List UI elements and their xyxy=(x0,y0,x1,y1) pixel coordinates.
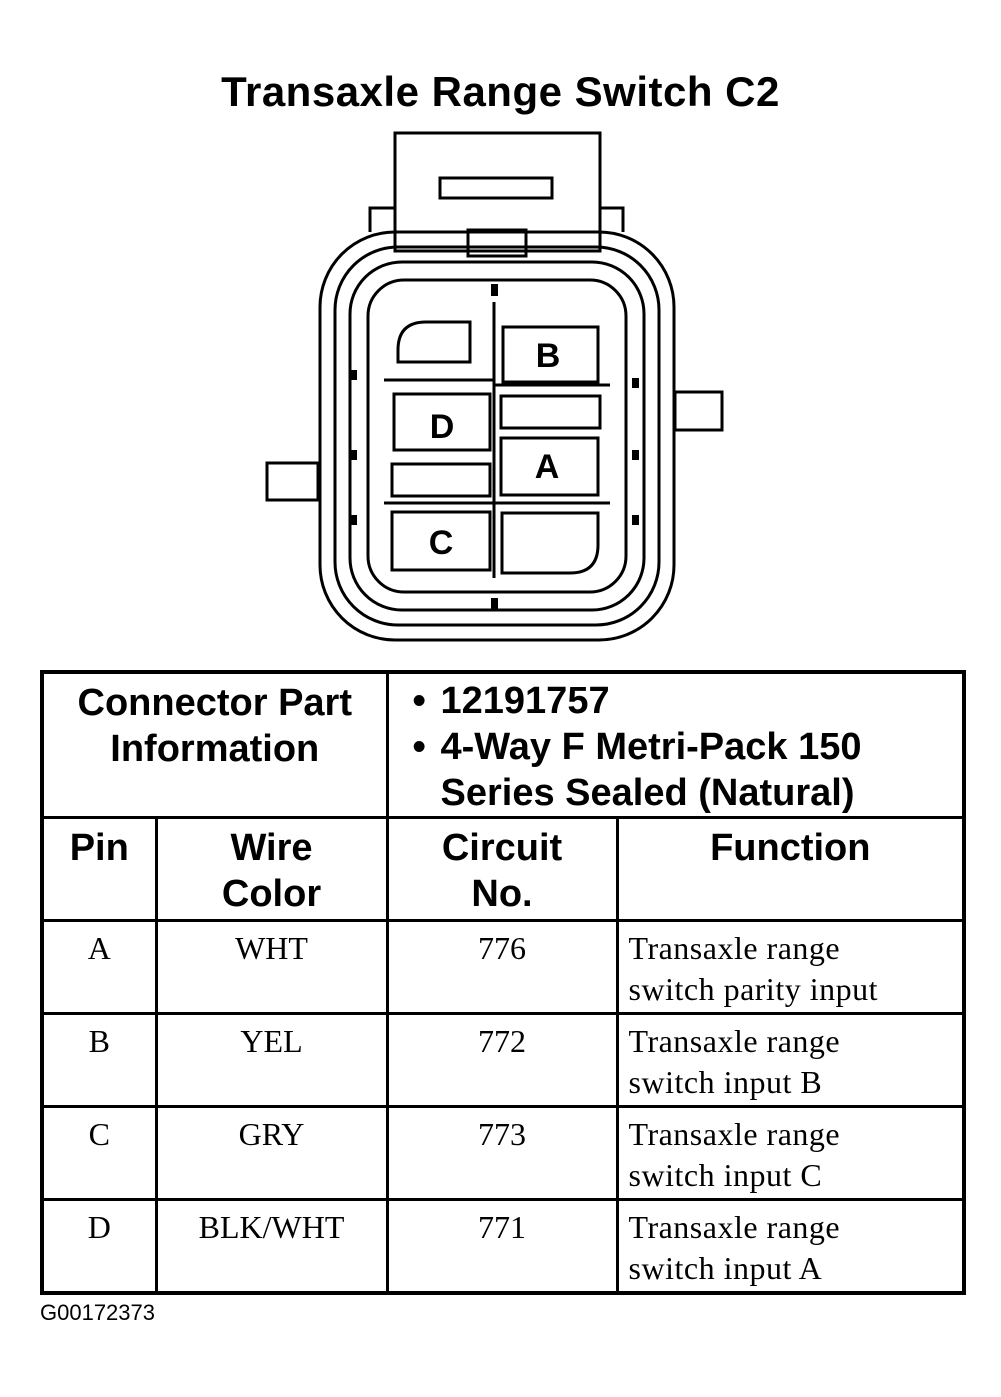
header-wire-color: Wire Color xyxy=(154,816,389,922)
header-circuit-line2: No. xyxy=(471,873,533,915)
cavity-a xyxy=(499,436,600,497)
function-line1: Transaxle range xyxy=(628,930,841,966)
pin-label-b: B xyxy=(536,337,561,375)
function-line2: switch input C xyxy=(628,1157,823,1193)
connector-housing-inner xyxy=(366,278,628,594)
cell-function: Transaxle range switch input C xyxy=(615,1105,966,1201)
cell-wire-color: BLK/WHT xyxy=(154,1198,389,1294)
cavity-plug-left xyxy=(390,462,492,498)
header-wire-line1: Wire xyxy=(230,827,313,869)
connector-diagram: B D A C xyxy=(265,131,724,642)
cell-function: Transaxle range switch input B xyxy=(615,1012,966,1108)
cell-wire-color: YEL xyxy=(154,1012,389,1108)
connector-housing-seal xyxy=(333,245,661,627)
table-row: B YEL 772 Transaxle range switch input B xyxy=(40,1012,966,1108)
part-info-label: Connector Part Information xyxy=(40,670,389,819)
function-line1: Transaxle range xyxy=(628,1209,841,1245)
cell-wire-color: WHT xyxy=(154,919,389,1015)
cavity-c xyxy=(390,510,492,572)
cell-function: Transaxle range switch parity input xyxy=(615,919,966,1015)
header-circuit-line1: Circuit xyxy=(441,827,563,869)
cell-circuit: 776 xyxy=(385,919,619,1015)
side-tab-left xyxy=(265,461,320,502)
latch-shoulders xyxy=(368,206,625,232)
part-description-line2: Series Sealed (Natural) xyxy=(440,772,855,814)
pin-label-d: D xyxy=(430,408,455,446)
latch-tab xyxy=(466,228,528,258)
cavity-empty-bottom-right xyxy=(500,511,600,575)
pin-label-a: A xyxy=(535,448,560,486)
cell-pin: A xyxy=(40,919,158,1015)
cavity-b xyxy=(501,325,600,384)
header-circuit-no: Circuit No. xyxy=(385,816,619,922)
table-header-row: Pin Wire Color Circuit No. Function xyxy=(40,816,966,922)
cavity-empty-top-left xyxy=(396,320,472,364)
cell-circuit: 772 xyxy=(385,1012,619,1108)
connector-latch xyxy=(393,131,602,253)
part-info-label-line2: Information xyxy=(110,728,320,770)
header-wire-line2: Color xyxy=(221,873,322,915)
side-tab-right xyxy=(673,390,724,432)
cell-wire-color: GRY xyxy=(154,1105,389,1201)
cell-pin: B xyxy=(40,1012,158,1108)
function-line1: Transaxle range xyxy=(628,1023,841,1059)
cell-circuit: 773 xyxy=(385,1105,619,1201)
connector-housing-outer xyxy=(318,230,676,642)
figure-id: G00172373 xyxy=(40,1300,155,1325)
table-row: D BLK/WHT 771 Transaxle range switch inp… xyxy=(40,1198,966,1294)
function-line2: switch input A xyxy=(628,1250,823,1286)
cavity-plug-right xyxy=(499,394,602,430)
cavity-d xyxy=(392,392,492,452)
cell-pin: D xyxy=(40,1198,158,1294)
cell-pin: C xyxy=(40,1105,158,1201)
latch-window xyxy=(438,176,554,200)
header-pin: Pin xyxy=(40,816,158,922)
function-line2: switch parity input xyxy=(628,971,878,1007)
part-info-label-line1: Connector Part xyxy=(77,682,352,724)
function-line1: Transaxle range xyxy=(628,1116,841,1152)
header-function: Function xyxy=(615,816,966,922)
table-row: C GRY 773 Transaxle range switch input C xyxy=(40,1105,966,1201)
part-info-value: 12191757 4-Way F Metri-Pack 150 Series S… xyxy=(385,670,966,819)
cell-circuit: 771 xyxy=(385,1198,619,1294)
part-info-row: Connector Part Information 12191757 4-Wa… xyxy=(40,670,966,819)
pinout-table: Connector Part Information 12191757 4-Wa… xyxy=(40,670,967,1295)
part-number: 12191757 xyxy=(413,678,955,724)
diagram-title: Transaxle Range Switch C2 xyxy=(221,68,780,115)
table-row: A WHT 776 Transaxle range switch parity … xyxy=(40,919,966,1015)
pin-label-c: C xyxy=(429,524,454,562)
cell-function: Transaxle range switch input A xyxy=(615,1198,966,1294)
function-line2: switch input B xyxy=(628,1064,823,1100)
part-description-line1: 4-Way F Metri-Pack 150 xyxy=(413,724,955,770)
